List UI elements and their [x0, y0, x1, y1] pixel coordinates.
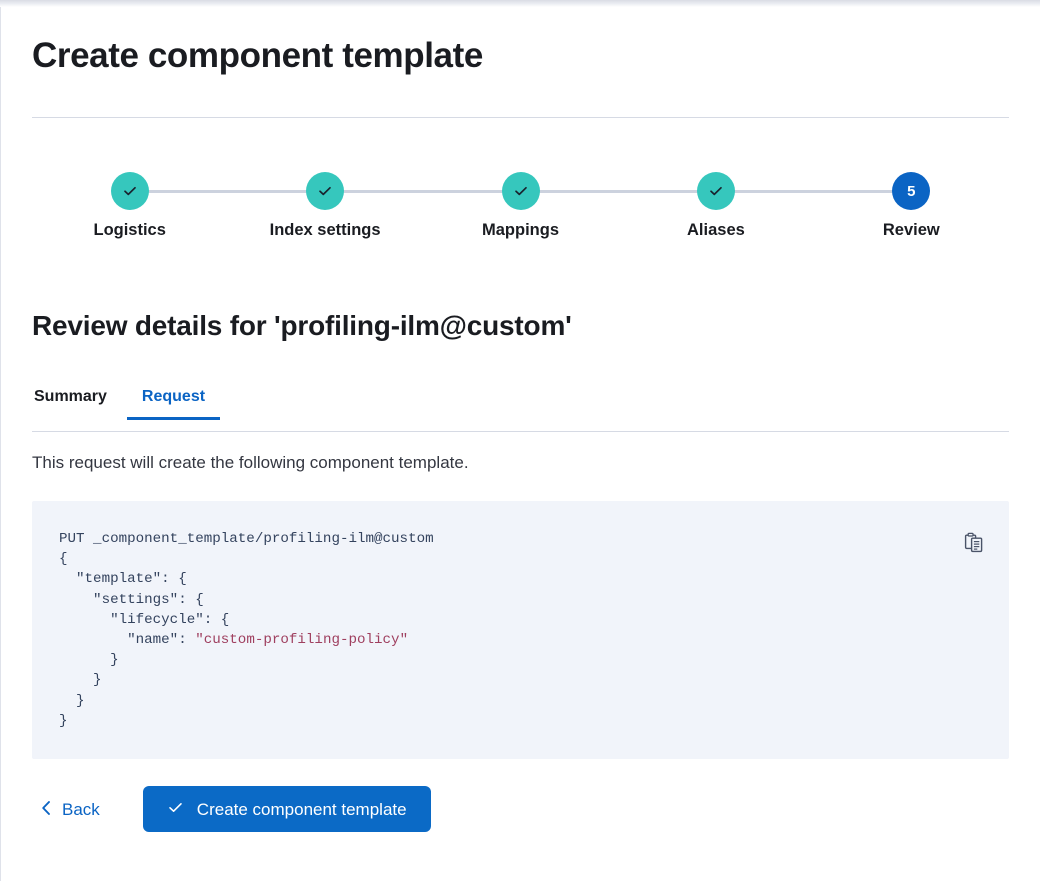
stepper-step-logistics[interactable]: Logistics [32, 172, 326, 240]
stepper-connector [520, 190, 716, 193]
request-description: This request will create the following c… [32, 453, 469, 472]
stepper-status-review: 5 [892, 172, 931, 210]
stepper-label-review: Review [882, 221, 940, 239]
stepper-status-mappings [501, 172, 540, 210]
stepper: Logistics Index settings [32, 172, 1009, 267]
back-button[interactable]: Back [32, 792, 112, 827]
check-icon [167, 799, 184, 819]
tab-summary[interactable]: Summary [32, 387, 127, 419]
stepper-step-mappings[interactable]: Mappings [423, 172, 716, 240]
request-code-block: PUT _component_template/profiling-ilm@cu… [59, 531, 434, 729]
stepper-step-review[interactable]: 5 Review [814, 172, 1009, 240]
request-code-panel: PUT _component_template/profiling-ilm@cu… [32, 501, 1009, 759]
stepper-label-index-settings: Index settings [269, 221, 381, 239]
back-button-label: Back [62, 799, 100, 819]
copy-clipboard-icon[interactable] [961, 529, 987, 555]
tab-bar: Summary Request [32, 387, 1009, 432]
stepper-connector [715, 190, 912, 193]
stepper-step-aliases[interactable]: Aliases [618, 172, 912, 240]
window-left-border [0, 7, 1, 881]
tab-request[interactable]: Request [126, 387, 221, 421]
window-top-strip [0, 0, 1040, 7]
stepper-connector [325, 190, 521, 193]
stepper-status-logistics [110, 172, 149, 210]
header-divider [32, 117, 1009, 118]
page-container: Create component template Logistics [1, 7, 1040, 881]
stepper-status-index-settings [306, 172, 345, 210]
create-component-template-button[interactable]: Create component template [142, 786, 431, 832]
chevron-left-icon [40, 800, 53, 819]
check-icon [316, 182, 334, 200]
create-button-label: Create component template [196, 799, 407, 819]
stepper-label-mappings: Mappings [482, 221, 560, 239]
check-icon [512, 182, 530, 200]
section-title: Review details for 'profiling-ilm@custom… [32, 310, 572, 341]
check-icon [707, 182, 725, 200]
stepper-connector [129, 190, 326, 193]
page-title: Create component template [32, 36, 483, 75]
stepper-status-aliases [696, 172, 735, 210]
stepper-step-number: 5 [907, 182, 916, 200]
check-icon [121, 182, 139, 200]
stepper-label-aliases: Aliases [687, 221, 745, 239]
stepper-label-logistics: Logistics [93, 221, 166, 239]
wizard-actions: Back Create component template [32, 786, 431, 832]
stepper-steps: Logistics Index settings [32, 172, 1009, 240]
stepper-step-index-settings[interactable]: Index settings [227, 172, 521, 240]
